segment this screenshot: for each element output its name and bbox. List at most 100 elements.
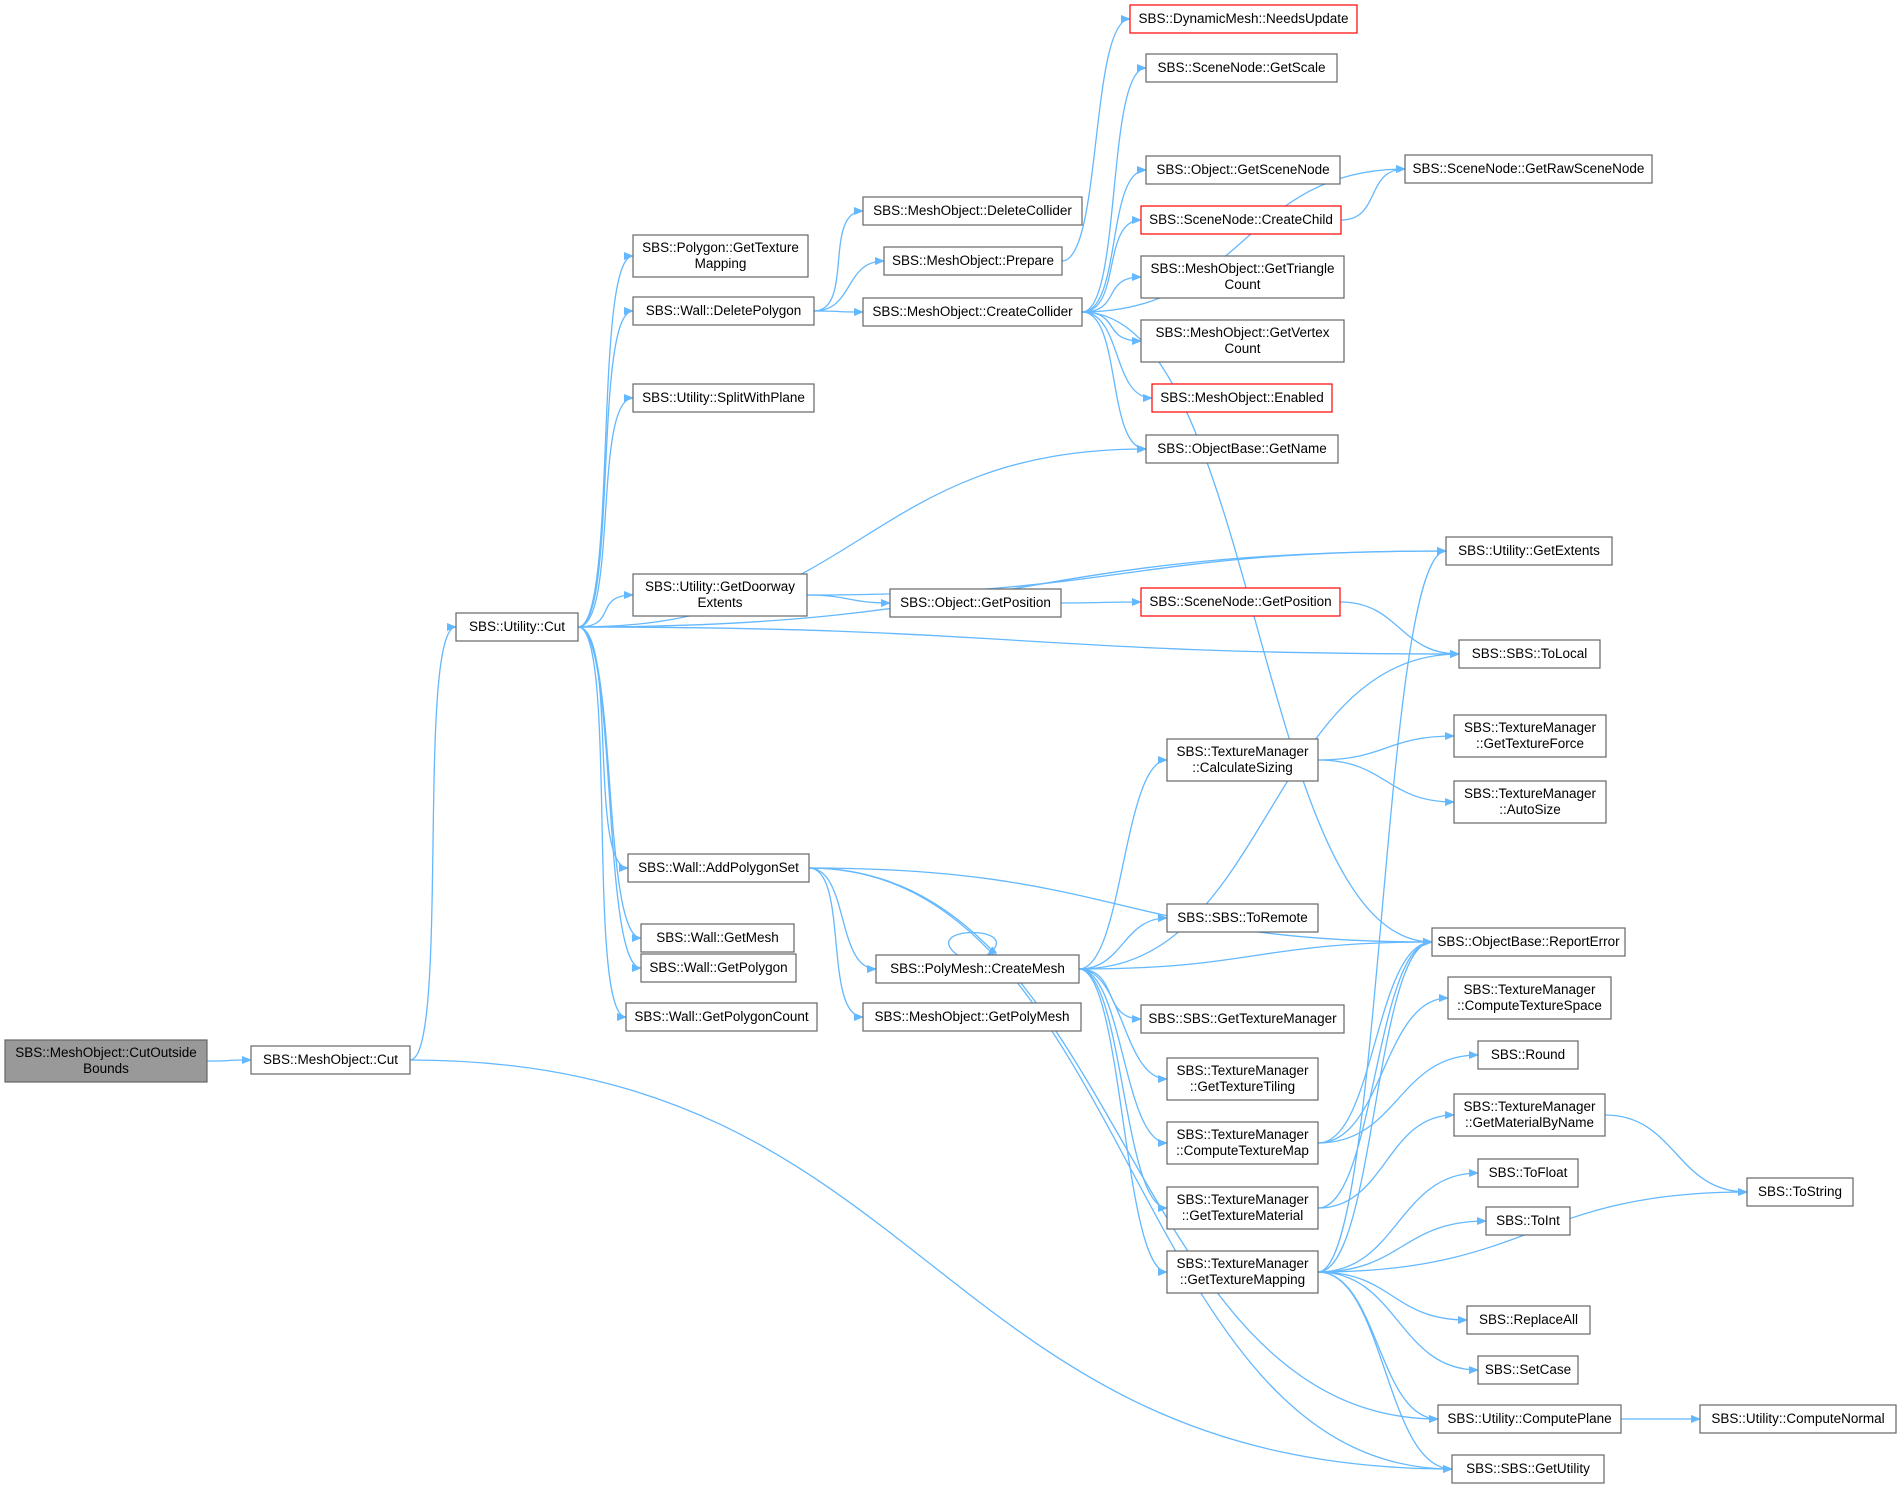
node-sbs_tolocal[interactable]: SBS::SBS::ToLocal bbox=[1458, 639, 1601, 669]
node-box-tofloat[interactable] bbox=[1477, 1158, 1579, 1188]
node-o_getpos[interactable]: SBS::Object::GetPosition bbox=[889, 588, 1062, 618]
node-mo_getpm[interactable]: SBS::MeshObject::GetPolyMesh bbox=[862, 1002, 1082, 1032]
node-sn_child[interactable]: SBS::SceneNode::CreateChild bbox=[1140, 205, 1342, 235]
node-w_getpoly[interactable]: SBS::Wall::GetPolygon bbox=[640, 953, 797, 983]
node-u_split[interactable]: SBS::Utility::SplitWithPlane bbox=[632, 383, 815, 413]
node-box-sbs_util[interactable] bbox=[1451, 1454, 1605, 1484]
node-tm_auto[interactable]: SBS::TextureManager::AutoSize bbox=[1453, 780, 1607, 824]
node-tm_mapping[interactable]: SBS::TextureManager::GetTextureMapping bbox=[1166, 1250, 1319, 1294]
node-sbs_gettm[interactable]: SBS::SBS::GetTextureManager bbox=[1140, 1004, 1345, 1034]
node-box-u_normal[interactable] bbox=[1699, 1404, 1897, 1434]
node-box-u_door[interactable] bbox=[632, 573, 808, 617]
node-box-sn_raw[interactable] bbox=[1404, 154, 1653, 184]
node-box-p_gtm[interactable] bbox=[632, 234, 809, 278]
node-box-mo_vert[interactable] bbox=[1140, 319, 1345, 363]
node-box-u_plane[interactable] bbox=[1437, 1404, 1622, 1434]
node-box-tm_mat[interactable] bbox=[1166, 1186, 1319, 1230]
node-setcase[interactable]: SBS::SetCase bbox=[1477, 1355, 1579, 1385]
node-tofloat[interactable]: SBS::ToFloat bbox=[1477, 1158, 1579, 1188]
node-box-sbs_tolocal[interactable] bbox=[1458, 639, 1601, 669]
node-p_gtm[interactable]: SBS::Polygon::GetTextureMapping bbox=[632, 234, 809, 278]
node-pm_create[interactable]: SBS::PolyMesh::CreateMesh bbox=[875, 954, 1080, 984]
node-sn_raw[interactable]: SBS::SceneNode::GetRawSceneNode bbox=[1404, 154, 1653, 184]
node-w_delpoly[interactable]: SBS::Wall::DeletePolygon bbox=[632, 296, 815, 326]
node-box-tm_matname[interactable] bbox=[1453, 1093, 1606, 1137]
node-box-w_getpoly[interactable] bbox=[640, 953, 797, 983]
node-box-w_delpoly[interactable] bbox=[632, 296, 815, 326]
node-box-tm_ctm[interactable] bbox=[1166, 1121, 1319, 1165]
node-u_normal[interactable]: SBS::Utility::ComputeNormal bbox=[1699, 1404, 1897, 1434]
node-mo_enabled[interactable]: SBS::MeshObject::Enabled bbox=[1151, 383, 1333, 413]
node-box-tostring[interactable] bbox=[1746, 1177, 1854, 1207]
node-replaceall[interactable]: SBS::ReplaceAll bbox=[1466, 1305, 1591, 1335]
node-box-o_getpos[interactable] bbox=[889, 588, 1062, 618]
node-u_cut[interactable]: SBS::Utility::Cut bbox=[455, 612, 579, 642]
node-tm_force[interactable]: SBS::TextureManager::GetTextureForce bbox=[1453, 714, 1607, 758]
node-box-mo_delcol[interactable] bbox=[862, 196, 1083, 226]
node-ob_name[interactable]: SBS::ObjectBase::GetName bbox=[1145, 434, 1339, 464]
node-box-o_gsn[interactable] bbox=[1145, 155, 1341, 185]
node-box-tm_mapping[interactable] bbox=[1166, 1250, 1319, 1294]
node-box-mo_enabled[interactable] bbox=[1151, 383, 1333, 413]
node-mo_delcol[interactable]: SBS::MeshObject::DeleteCollider bbox=[862, 196, 1083, 226]
node-box-mo_getpm[interactable] bbox=[862, 1002, 1082, 1032]
node-box-tm_calc[interactable] bbox=[1166, 738, 1319, 782]
node-box-w_getmesh[interactable] bbox=[640, 923, 795, 953]
node-box-dm_needs[interactable] bbox=[1129, 4, 1358, 34]
node-u_ext[interactable]: SBS::Utility::GetExtents bbox=[1445, 536, 1613, 566]
node-mo_createcol[interactable]: SBS::MeshObject::CreateCollider bbox=[862, 297, 1083, 327]
node-box-ob_name[interactable] bbox=[1145, 434, 1339, 464]
node-ob_err[interactable]: SBS::ObjectBase::ReportError bbox=[1431, 927, 1626, 957]
node-box-tm_auto[interactable] bbox=[1453, 780, 1607, 824]
node-tm_tiling[interactable]: SBS::TextureManager::GetTextureTiling bbox=[1166, 1057, 1319, 1101]
node-box-mo_cut[interactable] bbox=[250, 1045, 411, 1075]
node-box-tm_force[interactable] bbox=[1453, 714, 1607, 758]
node-box-sn_scale[interactable] bbox=[1145, 53, 1338, 83]
node-dm_needs[interactable]: SBS::DynamicMesh::NeedsUpdate bbox=[1129, 4, 1358, 34]
node-sbs_toremote[interactable]: SBS::SBS::ToRemote bbox=[1166, 903, 1319, 933]
node-w_getpolycount[interactable]: SBS::Wall::GetPolygonCount bbox=[625, 1002, 818, 1032]
node-toint[interactable]: SBS::ToInt bbox=[1485, 1206, 1571, 1236]
node-u_plane[interactable]: SBS::Utility::ComputePlane bbox=[1437, 1404, 1622, 1434]
node-box-root[interactable] bbox=[4, 1039, 208, 1083]
node-box-mo_createcol[interactable] bbox=[862, 297, 1083, 327]
node-tm_calc[interactable]: SBS::TextureManager::CalculateSizing bbox=[1166, 738, 1319, 782]
node-round[interactable]: SBS::Round bbox=[1477, 1040, 1579, 1070]
node-box-u_cut[interactable] bbox=[455, 612, 579, 642]
node-box-toint[interactable] bbox=[1485, 1206, 1571, 1236]
node-box-sn_pos[interactable] bbox=[1140, 587, 1341, 617]
node-box-round[interactable] bbox=[1477, 1040, 1579, 1070]
node-sbs_util[interactable]: SBS::SBS::GetUtility bbox=[1451, 1454, 1605, 1484]
node-mo_prep[interactable]: SBS::MeshObject::Prepare bbox=[883, 246, 1063, 276]
node-tm_space[interactable]: SBS::TextureManager::ComputeTextureSpace bbox=[1447, 976, 1612, 1020]
node-box-w_getpolycount[interactable] bbox=[625, 1002, 818, 1032]
node-box-sn_child[interactable] bbox=[1140, 205, 1342, 235]
node-box-w_aps[interactable] bbox=[627, 853, 810, 883]
node-box-sbs_gettm[interactable] bbox=[1140, 1004, 1345, 1034]
node-box-replaceall[interactable] bbox=[1466, 1305, 1591, 1335]
node-box-tm_tiling[interactable] bbox=[1166, 1057, 1319, 1101]
node-box-mo_tri[interactable] bbox=[1140, 255, 1345, 299]
node-sn_pos[interactable]: SBS::SceneNode::GetPosition bbox=[1140, 587, 1341, 617]
node-box-tm_space[interactable] bbox=[1447, 976, 1612, 1020]
node-w_getmesh[interactable]: SBS::Wall::GetMesh bbox=[640, 923, 795, 953]
node-tm_ctm[interactable]: SBS::TextureManager::ComputeTextureMap bbox=[1166, 1121, 1319, 1165]
node-box-ob_err[interactable] bbox=[1431, 927, 1626, 957]
node-mo_cut[interactable]: SBS::MeshObject::Cut bbox=[250, 1045, 411, 1075]
node-box-sbs_toremote[interactable] bbox=[1166, 903, 1319, 933]
node-box-pm_create[interactable] bbox=[875, 954, 1080, 984]
node-box-setcase[interactable] bbox=[1477, 1355, 1579, 1385]
node-box-u_split[interactable] bbox=[632, 383, 815, 413]
node-tm_matname[interactable]: SBS::TextureManager::GetMaterialByName bbox=[1453, 1093, 1606, 1137]
node-o_gsn[interactable]: SBS::Object::GetSceneNode bbox=[1145, 155, 1341, 185]
node-box-u_ext[interactable] bbox=[1445, 536, 1613, 566]
node-tm_mat[interactable]: SBS::TextureManager::GetTextureMaterial bbox=[1166, 1186, 1319, 1230]
node-tostring[interactable]: SBS::ToString bbox=[1746, 1177, 1854, 1207]
node-sn_scale[interactable]: SBS::SceneNode::GetScale bbox=[1145, 53, 1338, 83]
node-w_aps[interactable]: SBS::Wall::AddPolygonSet bbox=[627, 853, 810, 883]
node-box-mo_prep[interactable] bbox=[883, 246, 1063, 276]
